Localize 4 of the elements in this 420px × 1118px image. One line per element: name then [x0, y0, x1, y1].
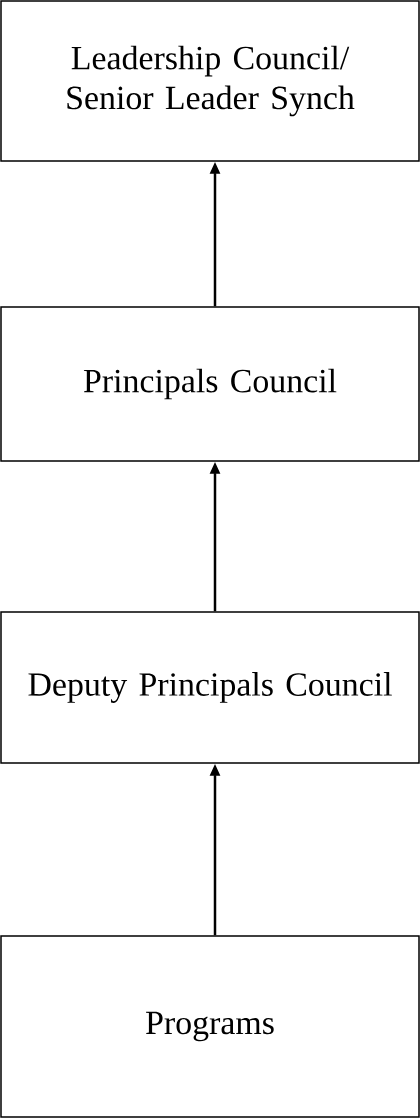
- process-box: Deputy Principals Council: [0, 611, 420, 764]
- process-box: Leadership Council/ Senior Leader Synch: [0, 0, 420, 162]
- process-box: Principals Council: [0, 306, 420, 462]
- process-box: Programs: [0, 935, 420, 1118]
